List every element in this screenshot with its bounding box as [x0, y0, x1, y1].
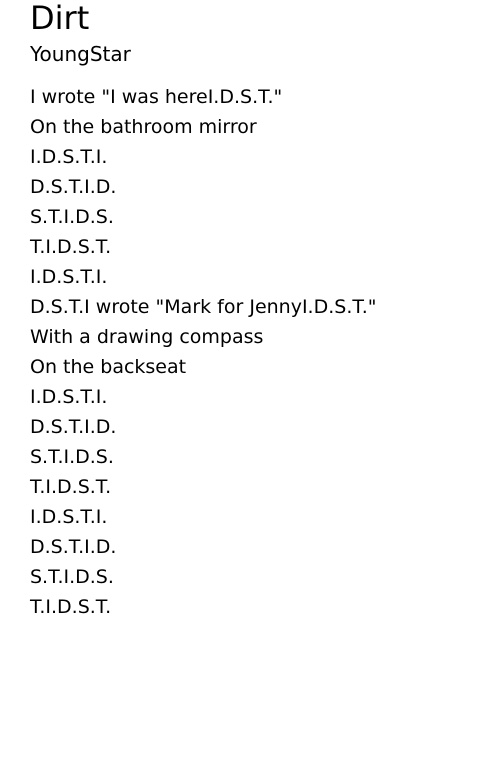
lyric-line: T.I.D.S.T.: [30, 476, 112, 498]
lyric-line: D.S.T.I.D.: [30, 176, 117, 198]
lyric-line: T.I.D.S.T.: [30, 596, 112, 618]
lyric-line: S.T.I.D.S.: [30, 566, 114, 588]
lyric-line: I.D.S.T.I.: [30, 266, 108, 288]
lyric-line: D.S.T.I.D.: [30, 536, 117, 558]
lyric-line: D.S.T.I.D.: [30, 416, 117, 438]
lyric-line: T.I.D.S.T.: [30, 236, 112, 258]
lyric-line: S.T.I.D.S.: [30, 206, 114, 228]
lyric-line: I.D.S.T.I.: [30, 146, 108, 168]
lyrics-body: I wrote "I was hereI.D.S.T." On the bath…: [30, 82, 490, 622]
lyric-line: S.T.I.D.S.: [30, 446, 114, 468]
lyric-line: D.S.T.I wrote "Mark for JennyI.D.S.T.": [30, 296, 377, 318]
lyric-line: On the backseat: [30, 356, 187, 378]
lyric-line: On the bathroom mirror: [30, 116, 257, 138]
lyric-line: I wrote "I was hereI.D.S.T.": [30, 86, 283, 108]
lyric-line: With a drawing compass: [30, 326, 264, 348]
song-title: Dirt: [30, 0, 90, 37]
lyrics-page: Dirt YoungStar I wrote "I was hereI.D.S.…: [30, 0, 490, 622]
lyric-line: I.D.S.T.I.: [30, 386, 108, 408]
song-artist: YoungStar: [30, 42, 131, 66]
lyric-line: I.D.S.T.I.: [30, 506, 108, 528]
